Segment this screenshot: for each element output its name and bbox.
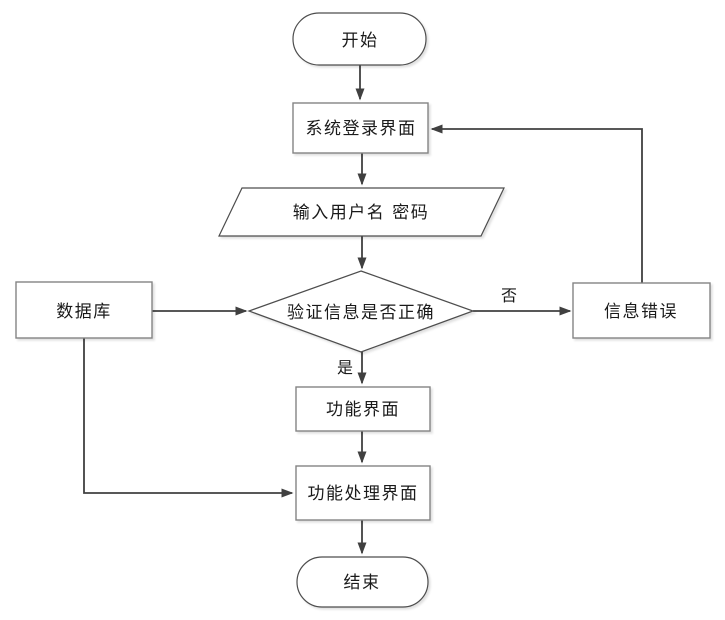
input-label: 输入用户名 密码 (293, 203, 429, 223)
process-box (295, 465, 431, 521)
database-label: 数据库 (56, 302, 112, 322)
start-terminator (292, 12, 427, 66)
error-label: 信息错误 (604, 302, 678, 322)
process-label: 功能处理界面 (308, 484, 419, 504)
edge-database-to-process (83, 338, 294, 498)
yes-edge-label: 是 (337, 358, 353, 377)
database-box (15, 281, 153, 339)
end-terminator (296, 556, 429, 608)
input-parallelogram (218, 187, 505, 237)
edges (83, 65, 643, 555)
edge-labels: 否 是 (337, 286, 517, 377)
end-label: 结束 (344, 573, 381, 593)
error-box (572, 282, 711, 339)
function-label: 功能界面 (326, 400, 400, 420)
no-edge-label: 否 (501, 286, 517, 305)
edge-error-to-login-feedback (430, 124, 643, 283)
login-label: 系统登录界面 (306, 119, 417, 139)
verify-label: 验证信息是否正确 (287, 303, 435, 323)
nodes: 开始 系统登录界面 输入用户名 密码 验证信息是否正确 数据库 信息错误 功能界… (15, 12, 711, 608)
verify-decision-diamond (247, 270, 475, 353)
start-label: 开始 (342, 31, 379, 51)
function-box (295, 386, 431, 432)
login-process-box (292, 102, 429, 154)
